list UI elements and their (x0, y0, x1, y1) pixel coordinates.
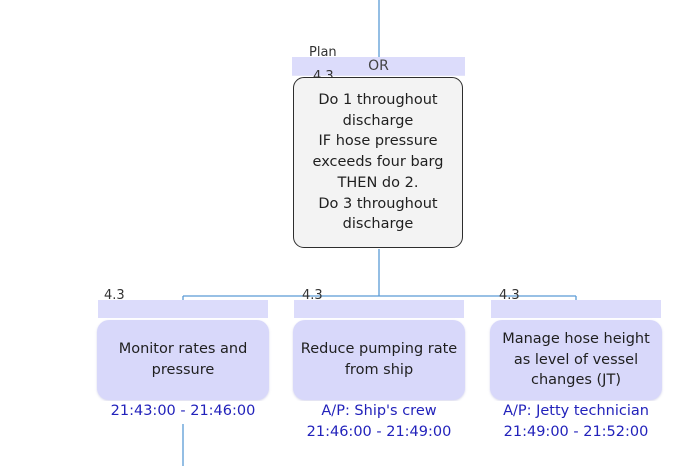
plan-line: THEN do 2. (337, 174, 419, 191)
plan-text: Do 1 throughout discharge IF hose pressu… (298, 90, 458, 235)
plan-line: IF hose pressure (318, 133, 438, 150)
task-2-name: Reduce pumping rate from ship (300, 341, 458, 378)
task-1-meta: 21:43:00 - 21:46:00 (97, 401, 269, 422)
task-1-box[interactable]: Monitor rates and pressure (97, 320, 269, 400)
plan-id: 4.3 (313, 70, 334, 80)
task-3-name: Manage hose height as level of vessel ch… (502, 330, 650, 389)
task-3-meta: A/P: Jetty technician 21:49:00 - 21:52:0… (490, 401, 662, 443)
task-1-time: 21:43:00 - 21:46:00 (110, 403, 256, 419)
task-2-performer: A/P: Ship's crew (321, 403, 437, 419)
plan-line: Do 3 throughout (318, 195, 438, 212)
task-2-id-band (294, 300, 464, 318)
task-3-box[interactable]: Manage hose height as level of vessel ch… (490, 320, 662, 400)
plan-line: discharge (342, 216, 414, 233)
task-3-performer: A/P: Jetty technician (503, 403, 649, 419)
task-3-time: 21:49:00 - 21:52:00 (503, 424, 649, 440)
plan-operator: OR (368, 58, 389, 74)
plan-box[interactable]: Do 1 throughout discharge IF hose pressu… (293, 77, 463, 248)
plan-operator-band[interactable]: OR (292, 57, 465, 76)
plan-label: Plan (309, 46, 337, 58)
task-1-name: Monitor rates and pressure (118, 341, 248, 378)
task-1-id-band (98, 300, 268, 318)
task-2-time: 21:46:00 - 21:49:00 (306, 424, 452, 440)
task-2-box[interactable]: Reduce pumping rate from ship (293, 320, 465, 400)
plan-line: discharge (342, 112, 414, 129)
task-3-id-band (491, 300, 661, 318)
task-2-meta: A/P: Ship's crew 21:46:00 - 21:49:00 (293, 401, 465, 443)
plan-line: exceeds four barg (312, 154, 444, 171)
plan-line: Do 1 throughout (318, 92, 438, 109)
